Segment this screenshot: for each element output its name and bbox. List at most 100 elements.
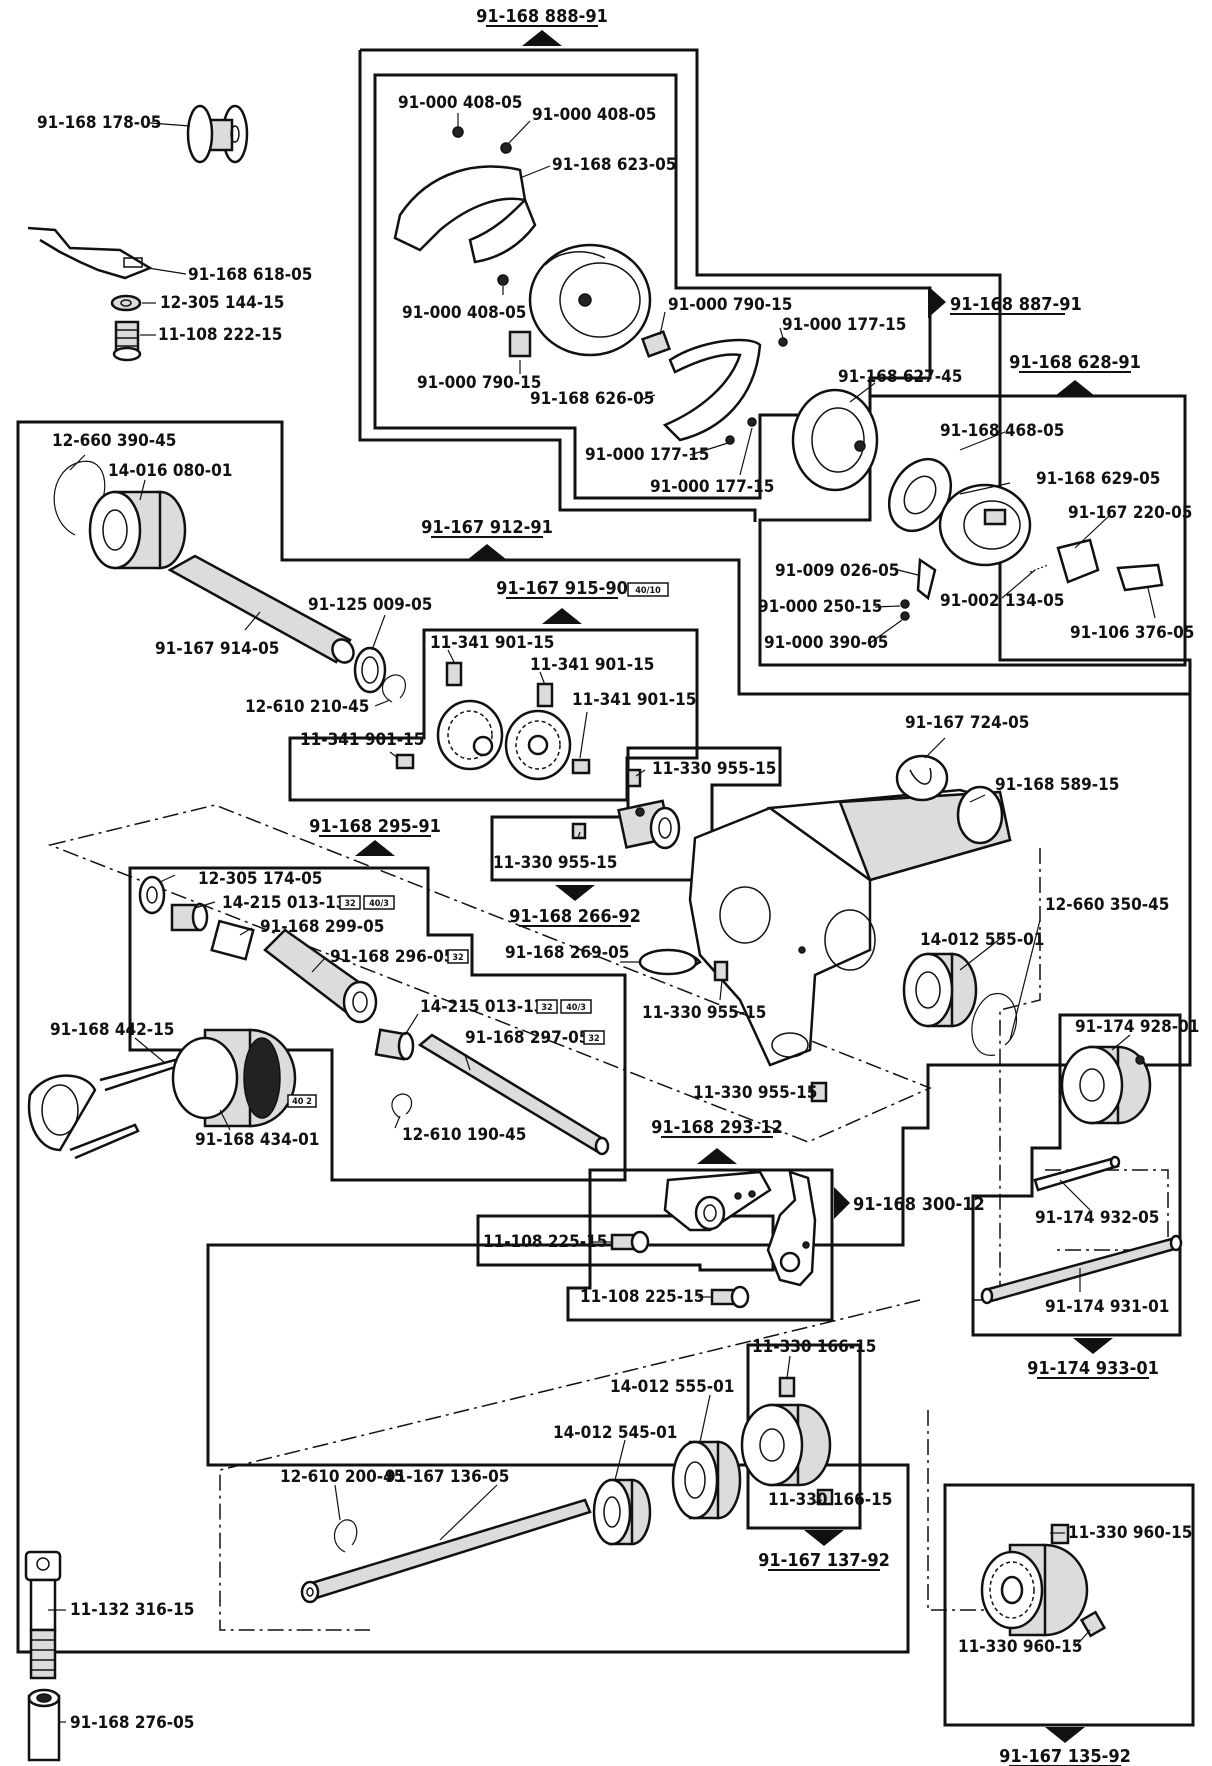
part-label: 91-174 932-05 — [1035, 1208, 1159, 1228]
part-label: 11-341 901-15 — [300, 730, 424, 750]
frame-pinion — [943, 1483, 1195, 1727]
collar-drawing — [571, 768, 681, 850]
clip-3-drawing — [391, 1093, 413, 1119]
part-label: 12-660 390-45 — [52, 431, 176, 451]
part-label: 12-610 200-45 — [280, 1467, 404, 1487]
part-label: 14-012 555-01 — [920, 930, 1044, 950]
part-drawings: 40 2 — [24, 104, 1183, 1762]
assembly-number: 91-174 933-01 — [1027, 1358, 1159, 1379]
assembly-pointer-right — [928, 286, 946, 318]
lower-bearing-large-drawing — [671, 1440, 742, 1520]
frame-hook-outer — [358, 50, 757, 522]
small-spring-drawing — [1029, 564, 1049, 573]
lower-collar-drawing — [740, 1376, 834, 1506]
frame-bobbin-case — [758, 394, 1187, 667]
crank-drawing — [663, 1170, 772, 1232]
assembly-label-crank: 91-168 293-12 — [651, 1117, 783, 1164]
part-label: 12-610 190-45 — [402, 1125, 526, 1145]
part-label: 91-168 623-05 — [552, 155, 676, 175]
screw-crank-drawing — [610, 1230, 650, 1254]
part-label: 11-341 901-15 — [530, 655, 654, 675]
assembly-label-lever: 91-168 300-12 — [834, 1187, 985, 1219]
bearing-2-drawing — [902, 952, 978, 1028]
assembly-label-bobbin-case: 91-168 628-91 — [1009, 352, 1141, 396]
housing-drawing — [688, 785, 1012, 1067]
part-label: 91-000 790-15 — [668, 295, 792, 315]
needle-bearing-2-drawing — [374, 1028, 415, 1061]
part-label: 91-000 408-05 — [402, 303, 526, 323]
part-label: 14-012 545-01 — [553, 1423, 677, 1443]
fork-drawing — [27, 1058, 180, 1160]
part-label-with-codes: 91-168 296-05 32 — [330, 947, 469, 967]
code-text: 40/3 — [566, 1003, 586, 1013]
part-label: 91-168 627-45 — [838, 367, 962, 387]
code-text: 32 — [344, 899, 355, 909]
part-label: 91-167 724-05 — [905, 713, 1029, 733]
assembly-pointer-down — [804, 1530, 844, 1546]
frame-lever — [566, 1168, 834, 1322]
part-label: 11-341 901-15 — [572, 690, 696, 710]
dashed-group-housing — [973, 848, 1041, 1301]
assembly-number: 91-167 137-92 — [758, 1550, 890, 1571]
part-label: 91-167 914-05 — [155, 639, 279, 659]
assembly-pointer-down — [1045, 1727, 1085, 1743]
bearing-drawing — [88, 490, 187, 570]
code-text: 32 — [588, 1034, 599, 1044]
assembly-number: 91-168 888-91 — [476, 6, 608, 27]
assembly-number: 91-167 915-90 — [496, 578, 628, 599]
assembly-number: 91-168 887-91 — [950, 294, 1082, 315]
part-label: 91-168 178-05 — [37, 113, 161, 133]
frame-hook-assembly — [16, 48, 1192, 1654]
part-label: 91-167 220-05 — [1068, 503, 1192, 523]
part-label: 11-330 955-15 — [642, 1003, 766, 1023]
spring-plate-drawing — [27, 226, 153, 280]
part-label: 11-132 316-15 — [70, 1600, 194, 1620]
part-label: 91-168 297-05 — [465, 1028, 589, 1048]
needle-bearing-drawing — [170, 902, 209, 932]
part-label: 11-330 955-15 — [652, 759, 776, 779]
hook-body-drawing — [528, 243, 652, 357]
part-label: 91-000 177-15 — [650, 477, 774, 497]
spool-drawing — [186, 104, 249, 164]
part-label: 91-009 026-05 — [775, 561, 899, 581]
hook-inner-drawing — [791, 388, 879, 492]
pinion-drawing — [980, 1523, 1107, 1638]
assembly-number: 91-168 628-91 — [1009, 352, 1141, 373]
arm-shaft-drawing — [167, 554, 355, 664]
cam-drawing — [895, 754, 949, 802]
part-label: 11-330 166-15 — [768, 1490, 892, 1510]
assembly-pointer-down — [1073, 1338, 1113, 1354]
part-label: 11-330 955-15 — [693, 1083, 817, 1103]
part-label: 11-108 225-15 — [483, 1232, 607, 1252]
part-label-with-codes: 91-168 297-05 32 — [465, 1028, 605, 1048]
part-label-with-codes: 14-215 013-13 32 40/3 — [420, 997, 592, 1017]
assembly-pointer-up — [1055, 380, 1095, 396]
gear-left-drawing — [436, 699, 504, 771]
assembly-pointer-up — [697, 1148, 737, 1164]
assembly-label-arm-shaft: 91-167 912-91 — [421, 517, 553, 560]
assembly-pointer-up — [542, 608, 582, 624]
bolt-drawing — [24, 1550, 62, 1680]
part-labels: 91-168 178-05 91-168 618-05 12-305 144-1… — [37, 93, 1199, 1733]
pin-long-drawing — [980, 1234, 1183, 1305]
dashed-group-lower-shaft — [219, 1299, 921, 1631]
bushing-drawing — [210, 919, 255, 961]
assembly-pointer-down — [555, 885, 595, 901]
leader-lines — [48, 113, 1156, 1723]
part-label: 12-660 350-45 — [1045, 895, 1169, 915]
part-label: 91-168 626-05 — [530, 389, 654, 409]
assembly-label-collar: 91-168 266-92 — [509, 885, 641, 927]
assembly-pointer-up — [522, 30, 562, 46]
bobbin-case-drawing — [938, 483, 1032, 567]
part-label: 91-106 376-05 — [1070, 623, 1194, 643]
spacer-drawing — [27, 1688, 61, 1762]
washer-drawing — [110, 294, 142, 312]
hook-retainer-drawing — [393, 165, 537, 264]
dashed-group-pinion-link — [927, 1410, 990, 1611]
part-label: 91-174 928-01 — [1075, 1017, 1199, 1037]
part-label: 91-168 434-01 — [195, 1130, 319, 1150]
part-label: 91-125 009-05 — [308, 595, 432, 615]
part-label: 11-108 225-15 — [580, 1287, 704, 1307]
part-label: 91-168 589-15 — [995, 775, 1119, 795]
